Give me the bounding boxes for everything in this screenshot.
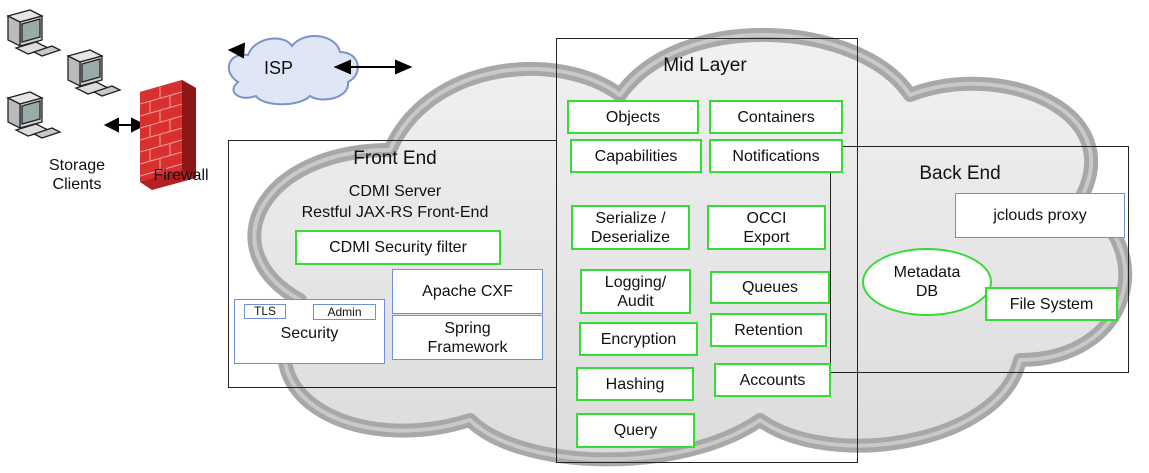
jaxrs-front-end-label: Restful JAX-RS Front-End <box>301 204 489 221</box>
isp-label: ISP <box>264 58 294 78</box>
front-end-title: Front End <box>353 148 437 169</box>
spring-framework-component: Spring Framework <box>392 315 543 360</box>
queues-module: Queues <box>710 271 830 304</box>
mid-layer-panel <box>556 38 858 463</box>
logging-audit-module: Logging/ Audit <box>580 269 691 314</box>
notifications-module: Notifications <box>709 139 843 173</box>
tls-component: TLS <box>244 304 286 319</box>
security-label: Security <box>280 325 339 342</box>
occi-export-module: OCCI Export <box>707 205 826 250</box>
storage-clients-label: Storage Clients <box>48 157 106 193</box>
cdmi-server-label: CDMI Server <box>348 183 442 200</box>
serialize-deserialize-module: Serialize / Deserialize <box>571 205 690 250</box>
back-end-title: Back End <box>919 163 1001 184</box>
metadata-db-module: Metadata DB <box>862 248 992 316</box>
apache-cxf-component: Apache CXF <box>392 269 543 314</box>
mid-layer-title: Mid Layer <box>663 55 747 76</box>
admin-component: Admin <box>313 304 376 320</box>
objects-module: Objects <box>567 100 699 134</box>
capabilities-module: Capabilities <box>570 139 702 173</box>
brick-firewall-icon <box>139 80 196 190</box>
hashing-module: Hashing <box>576 367 694 401</box>
file-system-module: File System <box>985 287 1118 321</box>
back-end-panel <box>830 146 1129 373</box>
firewall-label: Firewall <box>153 167 209 184</box>
containers-module: Containers <box>709 100 843 134</box>
desktop-computer-icon <box>6 9 122 139</box>
query-module: Query <box>576 413 695 448</box>
encryption-module: Encryption <box>579 322 698 356</box>
cdmi-security-filter-module: CDMI Security filter <box>295 230 501 265</box>
isp-cloud-icon <box>227 34 359 106</box>
accounts-module: Accounts <box>714 363 831 397</box>
jclouds-proxy-component: jclouds proxy <box>955 193 1125 238</box>
retention-module: Retention <box>710 313 827 347</box>
